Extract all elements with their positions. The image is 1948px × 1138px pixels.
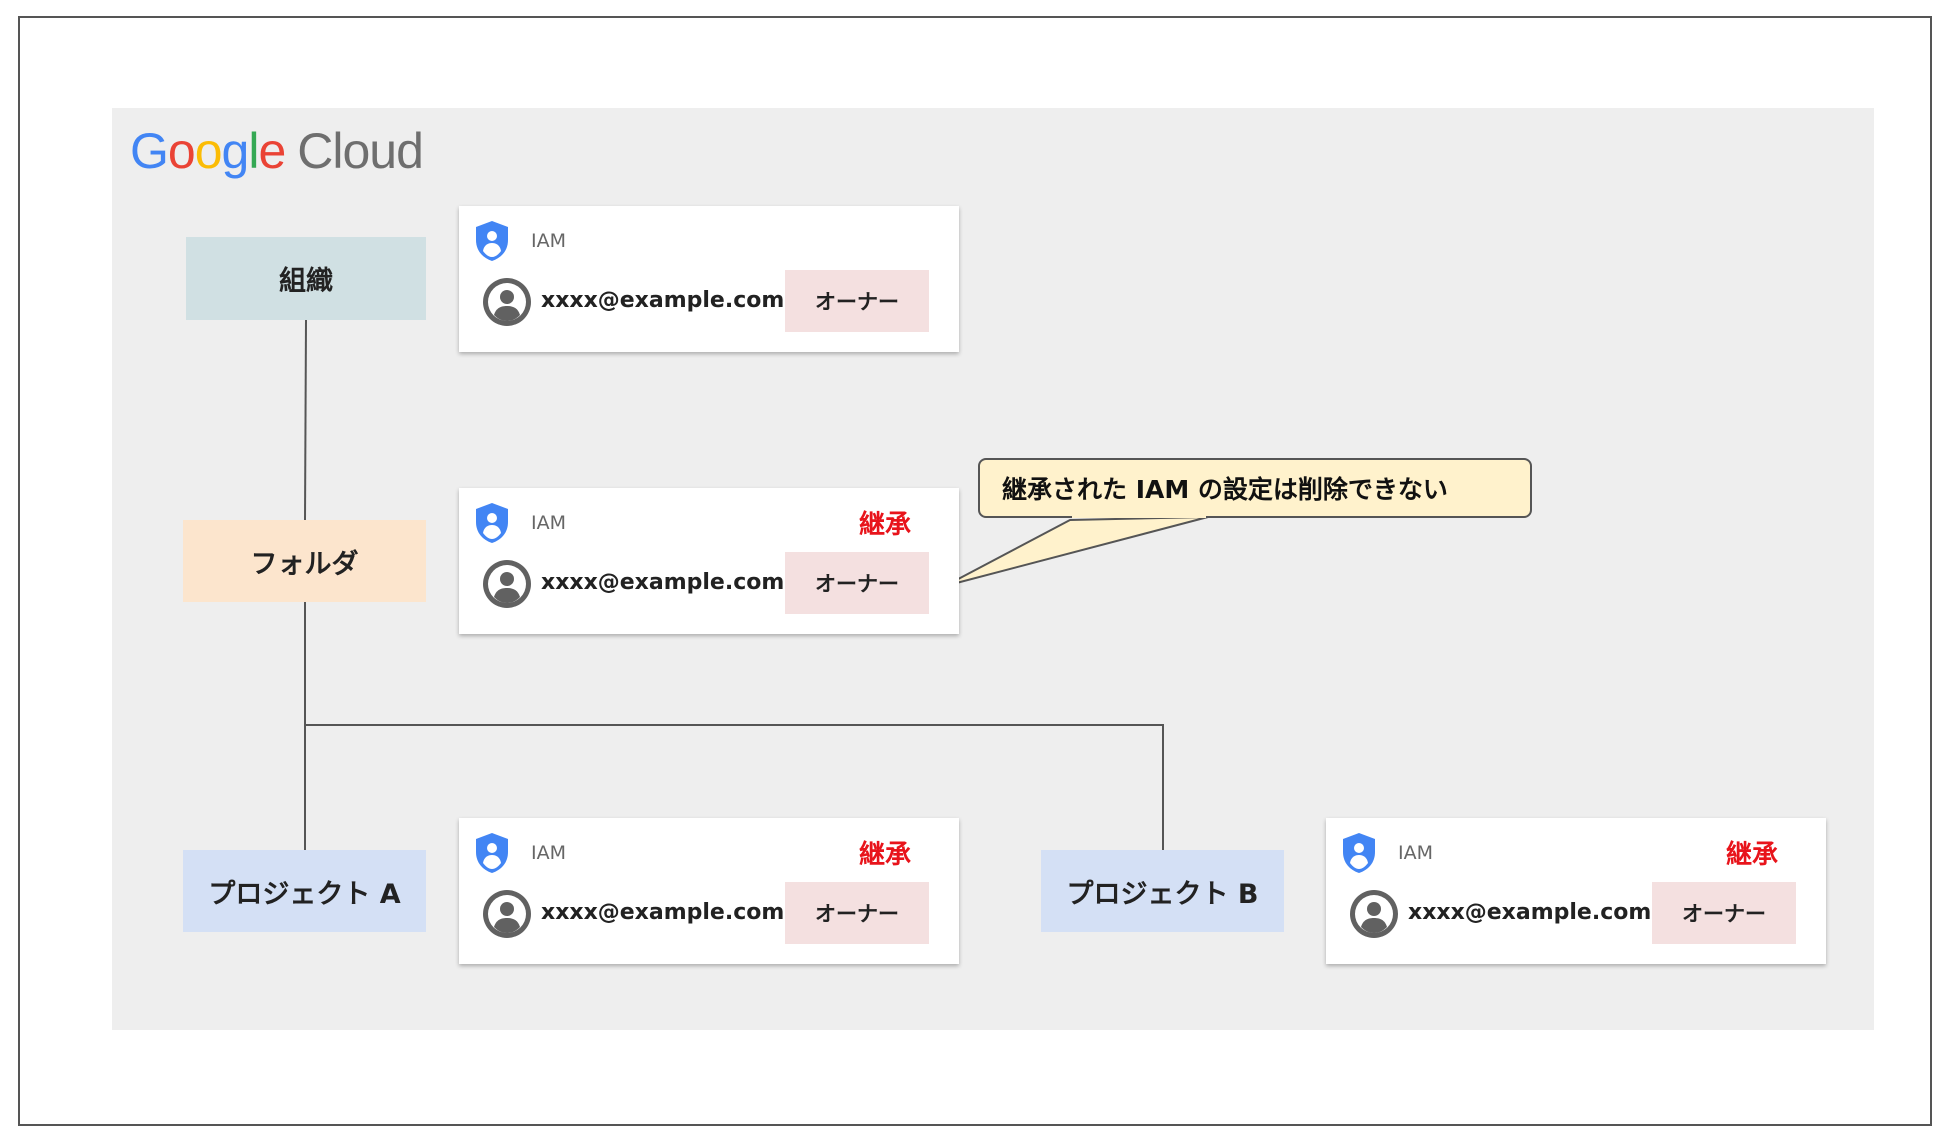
project-a-node: プロジェクト A <box>183 850 426 932</box>
member-email: xxxx@example.com <box>541 288 785 313</box>
shield-person-icon <box>476 833 508 873</box>
project-a-node-label: プロジェクト A <box>208 878 401 910</box>
iam-label: IAM <box>531 842 566 864</box>
inheritance-callout <box>978 458 1532 518</box>
member-email: xxxx@example.com <box>1408 900 1652 925</box>
shield-person-icon <box>476 503 508 543</box>
folder-node: フォルダ <box>183 520 426 602</box>
connector-org-folder <box>304 319 307 521</box>
role-label: オーナー <box>815 902 899 926</box>
project-b-node-label: プロジェクト B <box>1066 878 1259 910</box>
iam-label: IAM <box>531 512 566 534</box>
role-badge: オーナー <box>785 552 929 614</box>
role-label: オーナー <box>815 572 899 596</box>
project-b-node: プロジェクト B <box>1041 850 1284 932</box>
inherited-badge: 継承 <box>859 840 912 870</box>
iam-card-folder: IAM 継承 xxxx@example.com オーナー <box>459 488 959 634</box>
iam-card-project-b: IAM 継承 xxxx@example.com オーナー <box>1326 818 1826 964</box>
shield-person-icon <box>476 221 508 261</box>
callout-text: 継承された IAM の設定は削除できない <box>1002 475 1448 504</box>
role-label: オーナー <box>1682 902 1766 926</box>
iam-card-project-a: IAM 継承 xxxx@example.com オーナー <box>459 818 959 964</box>
role-badge: オーナー <box>785 882 929 944</box>
account-circle-icon <box>483 560 531 608</box>
shield-person-icon <box>1343 833 1375 873</box>
account-circle-icon <box>1350 890 1398 938</box>
org-node: 組織 <box>186 237 426 320</box>
folder-node-label: フォルダ <box>250 548 359 580</box>
inherited-badge: 継承 <box>1726 840 1779 870</box>
account-circle-icon <box>483 890 531 938</box>
org-node-label: 組織 <box>279 266 333 297</box>
slide-frame <box>18 16 1932 1126</box>
iam-card-organization: IAM xxxx@example.com オーナー <box>459 206 959 352</box>
callout-pointer <box>944 516 1209 587</box>
member-email: xxxx@example.com <box>541 900 785 925</box>
iam-label: IAM <box>531 230 566 252</box>
role-badge: オーナー <box>1652 882 1796 944</box>
iam-label: IAM <box>1398 842 1433 864</box>
role-label: オーナー <box>815 290 899 314</box>
inherited-badge: 継承 <box>859 510 912 540</box>
member-email: xxxx@example.com <box>541 570 785 595</box>
account-circle-icon <box>483 278 531 326</box>
role-badge: オーナー <box>785 270 929 332</box>
connector-folder-project-b <box>305 724 1164 850</box>
